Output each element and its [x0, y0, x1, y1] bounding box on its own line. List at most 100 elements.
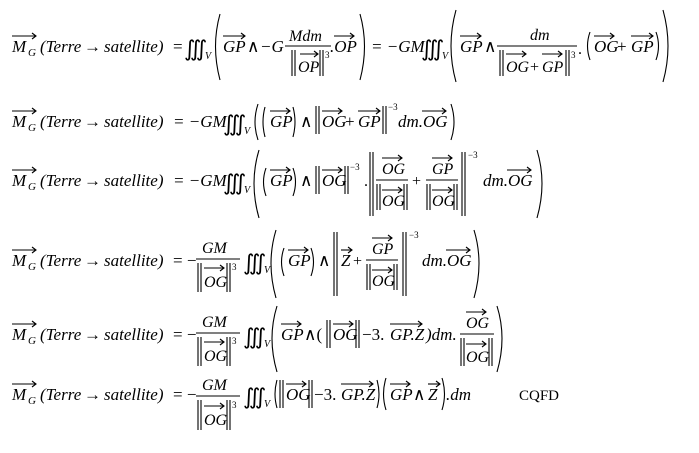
cube-exponent-2: 3 — [571, 50, 576, 60]
arrow-symbol-3: → — [84, 171, 101, 190]
volume-subscript-2: V — [442, 51, 450, 62]
moment-symbol: M — [11, 37, 27, 56]
moment-lhs: M G (Terre → satellite) = — [11, 32, 183, 59]
volume-subscript-3: V — [244, 126, 252, 137]
equals-minus-6: = − — [173, 385, 196, 404]
terre-label-5: (Terre — [40, 325, 82, 344]
equals-sign: = — [173, 37, 183, 56]
satellite-label-2: satellite) — [104, 112, 164, 131]
wedge-symbol: ∧ — [247, 37, 259, 56]
satellite-label-6: satellite) — [104, 385, 164, 404]
wedge-symbol-2: ∧ — [484, 37, 496, 56]
gm-numerator-2: GM — [202, 314, 229, 331]
triple-integral-sign-2: ∭ — [421, 36, 444, 61]
volume-subscript-6: V — [264, 339, 272, 350]
og-vector-2: OG — [594, 37, 619, 56]
gp-vector-2: GP — [460, 37, 483, 56]
og-denominator: OG — [382, 193, 406, 210]
exponent-minus-three-3: −3 — [468, 150, 478, 160]
equals-minus-gm-3: = −GM — [173, 171, 227, 190]
gp-numerator-2: GP — [372, 241, 394, 258]
wedge-open-paren: ∧( — [304, 325, 322, 344]
gp-vector-8: GP — [288, 251, 311, 270]
satellite-label-3: satellite) — [104, 171, 164, 190]
equals-minus-gm-2: = −GM — [173, 112, 227, 131]
triple-integral-sign-4: ∭ — [223, 170, 246, 195]
og-vector-6: OG — [286, 385, 311, 404]
plus-sign-4: + — [412, 173, 421, 190]
og-numerator-2: OG — [466, 315, 490, 332]
satellite-label: satellite) — [104, 37, 164, 56]
gp-vector-3: GP — [542, 59, 564, 76]
exponent-minus-three: −3 — [388, 102, 398, 112]
triple-integral-sign-7: ∭ — [243, 384, 266, 409]
left-paren — [215, 13, 221, 81]
terre-label-4: (Terre — [40, 251, 82, 270]
cqfd-label: CQFD — [519, 388, 559, 404]
wedge-symbol-4: ∧ — [300, 171, 312, 190]
wedge-symbol-3: ∧ — [300, 112, 312, 131]
og-denominator-3: OG — [204, 274, 228, 291]
equation-line-3: M G (Terre → satellite) = −GM ∭ V GP ∧ O… — [11, 149, 543, 219]
satellite-label-5: satellite) — [104, 325, 164, 344]
gp-dot-z-2: GP.Z — [341, 385, 376, 404]
gp-vector-5: GP — [270, 112, 293, 131]
arrow-symbol-2: → — [84, 112, 101, 131]
moment-symbol-5: M — [11, 325, 27, 344]
dot-operator-2: . — [364, 173, 368, 190]
terre-label-6: (Terre — [40, 385, 82, 404]
og-vector-4: OG — [322, 171, 347, 190]
equals-minus-5: = − — [173, 325, 196, 344]
dot-op-vector: .OP — [330, 37, 357, 56]
og-vector: OG — [506, 59, 530, 76]
volume-subscript-7: V — [264, 399, 272, 410]
minus-three-dot-2: −3. — [314, 385, 336, 404]
satellite-label-4: satellite) — [104, 251, 164, 270]
gp-vector-10: GP — [390, 385, 413, 404]
z-vector: Z — [341, 251, 351, 270]
gp-vector-9: GP — [281, 325, 304, 344]
moment-subscript-3: G — [28, 181, 36, 193]
exponent-minus-three-2: −3 — [350, 162, 360, 172]
moment-subscript-5: G — [28, 335, 36, 347]
volume-subscript-4: V — [244, 185, 252, 196]
terre-label-3: (Terre — [40, 171, 82, 190]
moment-subscript-4: G — [28, 261, 36, 273]
og-numerator: OG — [382, 161, 406, 178]
op-vector: OP — [298, 59, 320, 76]
plus-sign: + — [530, 59, 539, 76]
equation-line-1: M G (Terre → satellite) = ∭ V GP ∧ −G Md… — [11, 9, 669, 83]
plus-sign-3: + — [345, 112, 355, 131]
og-denominator-4: OG — [372, 273, 396, 290]
moment-symbol-3: M — [11, 171, 27, 190]
terre-label-2: (Terre — [40, 112, 82, 131]
equation-line-4: M G (Terre → satellite) = − GM OG 3 ∭ V … — [11, 229, 480, 299]
minus-three-dot: −3. — [362, 325, 384, 344]
cube-exponent-5: 3 — [232, 400, 237, 410]
moment-symbol-6: M — [11, 385, 27, 404]
right-paren — [359, 13, 365, 81]
exponent-minus-three-4: −3 — [409, 230, 419, 240]
moment-symbol-4: M — [11, 251, 27, 270]
moment-subscript-2: G — [28, 122, 36, 134]
triple-integral-sign-5: ∭ — [243, 250, 266, 275]
og-vector-5: OG — [333, 325, 358, 344]
moment-symbol-2: M — [11, 112, 27, 131]
dot-operator: . — [578, 41, 582, 58]
dm-numerator: dm — [530, 27, 550, 44]
cube-exponent: 3 — [325, 50, 330, 60]
cube-exponent-4: 3 — [232, 336, 237, 346]
dm-og-term: dm.OG — [398, 112, 448, 131]
triple-integral-sign: ∭ — [184, 36, 207, 61]
equation-line-2: M G (Terre → satellite) = −GM ∭ V GP ∧ O… — [11, 102, 455, 141]
dm-og-term-2: dm.OG — [483, 171, 533, 190]
wedge-symbol-5: ∧ — [318, 251, 330, 270]
mdm-numerator: Mdm — [288, 28, 322, 45]
equals-minus-4: = − — [173, 251, 196, 270]
arrow-symbol-6: → — [84, 385, 101, 404]
gp-dot-z: GP.Z — [390, 325, 425, 344]
triple-integral-sign-3: ∭ — [223, 111, 246, 136]
plus-sign-5: + — [353, 253, 362, 270]
triple-integral-sign-6: ∭ — [243, 324, 266, 349]
